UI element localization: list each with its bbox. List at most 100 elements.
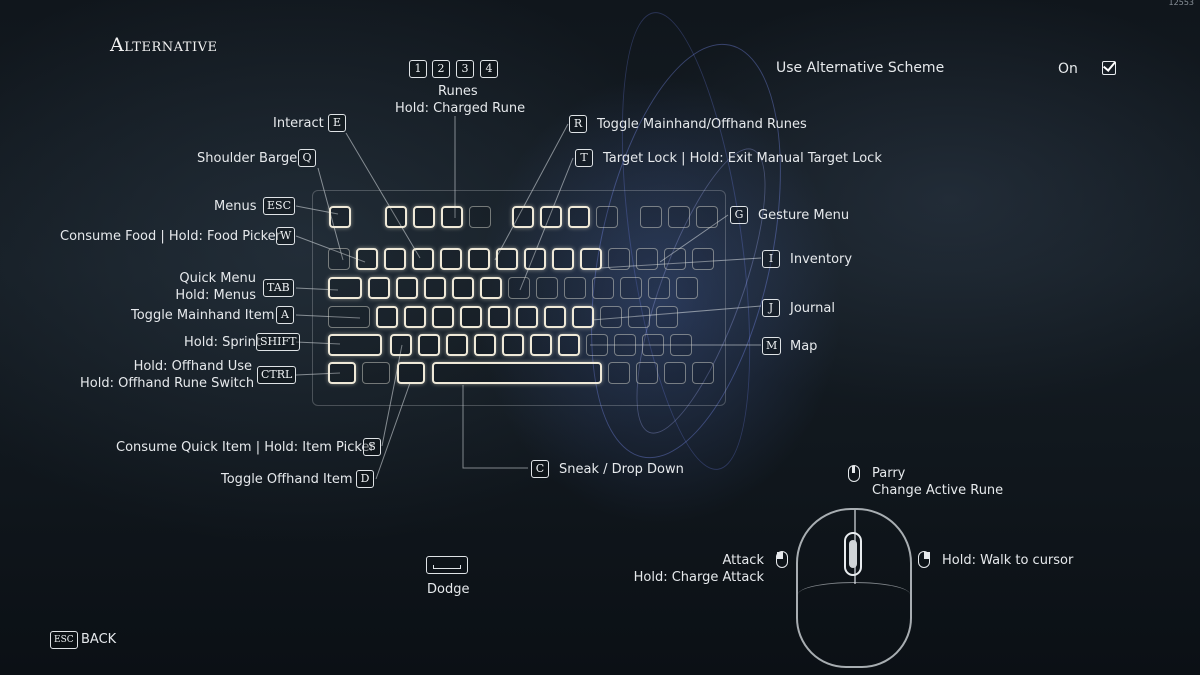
- keyboard-illustration: [312, 190, 726, 406]
- keyboard-key: [600, 306, 622, 328]
- toggle-offhand-key: D: [356, 470, 374, 488]
- walk-to-cursor-label: Hold: Walk to cursor: [942, 553, 1074, 568]
- inventory-key: I: [762, 250, 780, 268]
- keyboard-key: [596, 206, 618, 228]
- keyboard-key: [441, 206, 463, 228]
- keyboard-key: [664, 362, 686, 384]
- keyboard-key: [564, 277, 586, 299]
- keyboard-key: [568, 206, 590, 228]
- keyboard-key: [614, 334, 636, 356]
- rune-key-1: 1: [409, 60, 427, 78]
- mouse-illustration: [796, 508, 912, 668]
- keyboard-key: [328, 362, 356, 384]
- keyboard-key: [586, 334, 608, 356]
- keyboard-key: [390, 334, 412, 356]
- mouse-right-icon: [918, 551, 930, 568]
- keyboard-key: [384, 248, 406, 270]
- keyboard-key: [432, 306, 454, 328]
- mouse-middle-icon: [848, 465, 860, 482]
- keyboard-key: [524, 248, 546, 270]
- keyboard-key: [440, 248, 462, 270]
- keyboard-key: [636, 248, 658, 270]
- sneak-label: Sneak / Drop Down: [559, 462, 684, 477]
- runes-label: Runes: [438, 84, 478, 99]
- mouse-left-icon: [776, 551, 788, 568]
- runes-hold-label: Hold: Charged Rune: [395, 101, 526, 116]
- inventory-label: Inventory: [790, 252, 853, 267]
- quick-item-key: S: [363, 438, 381, 456]
- offhand-rune-switch-label: Hold: Offhand Rune Switch: [80, 376, 255, 391]
- keyboard-key: [656, 306, 678, 328]
- quick-menu-label: Quick Menu: [179, 271, 256, 286]
- keyboard-key: [628, 306, 650, 328]
- map-key: M: [762, 337, 782, 355]
- menus-key: ESC: [263, 197, 295, 215]
- keyboard-key: [452, 277, 474, 299]
- spacebar-icon: [426, 556, 468, 574]
- keyboard-key: [620, 277, 642, 299]
- keyboard-key: [540, 206, 562, 228]
- menus-label: Menus: [214, 199, 257, 214]
- keyboard-key: [648, 277, 670, 299]
- back-button[interactable]: BACK: [81, 632, 117, 647]
- consume-food-key: W: [276, 227, 296, 245]
- charge-attack-label: Hold: Charge Attack: [633, 570, 764, 585]
- keyboard-key: [642, 334, 664, 356]
- keyboard-key: [328, 277, 362, 299]
- back-key[interactable]: ESC: [50, 631, 78, 649]
- quick-menu-key: TAB: [263, 279, 294, 297]
- keyboard-key: [468, 248, 490, 270]
- journal-key: J: [762, 299, 780, 317]
- keyboard-key: [413, 206, 435, 228]
- keyboard-key: [328, 334, 382, 356]
- attack-label: Attack: [722, 553, 764, 568]
- keyboard-key: [328, 306, 370, 328]
- keyboard-key: [536, 277, 558, 299]
- target-lock-key: T: [575, 149, 593, 167]
- keyboard-key: [530, 334, 552, 356]
- keyboard-key: [404, 306, 426, 328]
- page-title: Alternative: [110, 34, 218, 56]
- consume-food-label: Consume Food | Hold: Food Picker: [60, 229, 282, 244]
- keyboard-key: [328, 248, 350, 270]
- toggle-offhand-label: Toggle Offhand Item: [221, 472, 353, 487]
- change-rune-label: Change Active Rune: [872, 483, 1004, 498]
- alternative-scheme-checkbox[interactable]: [1102, 61, 1116, 75]
- build-number: 12553: [1168, 0, 1194, 7]
- keyboard-key: [496, 248, 518, 270]
- sneak-key: C: [531, 460, 549, 478]
- keyboard-key: [640, 206, 662, 228]
- keyboard-key: [676, 277, 698, 299]
- keyboard-key: [592, 277, 614, 299]
- setting-label: Use Alternative Scheme: [776, 60, 945, 76]
- keyboard-key: [446, 334, 468, 356]
- toggle-mainhand-key: A: [276, 306, 294, 324]
- keyboard-key: [368, 277, 390, 299]
- keyboard-key: [670, 334, 692, 356]
- journal-label: Journal: [790, 301, 835, 316]
- keyboard-key: [432, 362, 602, 384]
- keyboard-key: [558, 334, 580, 356]
- keyboard-key: [424, 277, 446, 299]
- sprint-label: Hold: Sprint: [184, 335, 261, 350]
- keyboard-key: [469, 206, 491, 228]
- keyboard-key: [668, 206, 690, 228]
- keyboard-key: [608, 362, 630, 384]
- keyboard-key: [396, 277, 418, 299]
- keyboard-key: [412, 248, 434, 270]
- shoulder-barge-key: Q: [298, 149, 316, 167]
- keyboard-key: [376, 306, 398, 328]
- keyboard-key: [696, 206, 718, 228]
- keyboard-key: [580, 248, 602, 270]
- quick-menu-hold-label: Hold: Menus: [175, 288, 256, 303]
- keyboard-key: [385, 206, 407, 228]
- target-lock-label: Target Lock | Hold: Exit Manual Target L…: [603, 151, 882, 166]
- keyboard-key: [516, 306, 538, 328]
- sprint-key: SHIFT: [256, 333, 301, 351]
- rune-key-2: 2: [432, 60, 450, 78]
- offhand-use-label: Hold: Offhand Use: [133, 359, 252, 374]
- keyboard-key: [488, 306, 510, 328]
- keyboard-key: [552, 248, 574, 270]
- keyboard-key: [636, 362, 658, 384]
- keyboard-key: [418, 334, 440, 356]
